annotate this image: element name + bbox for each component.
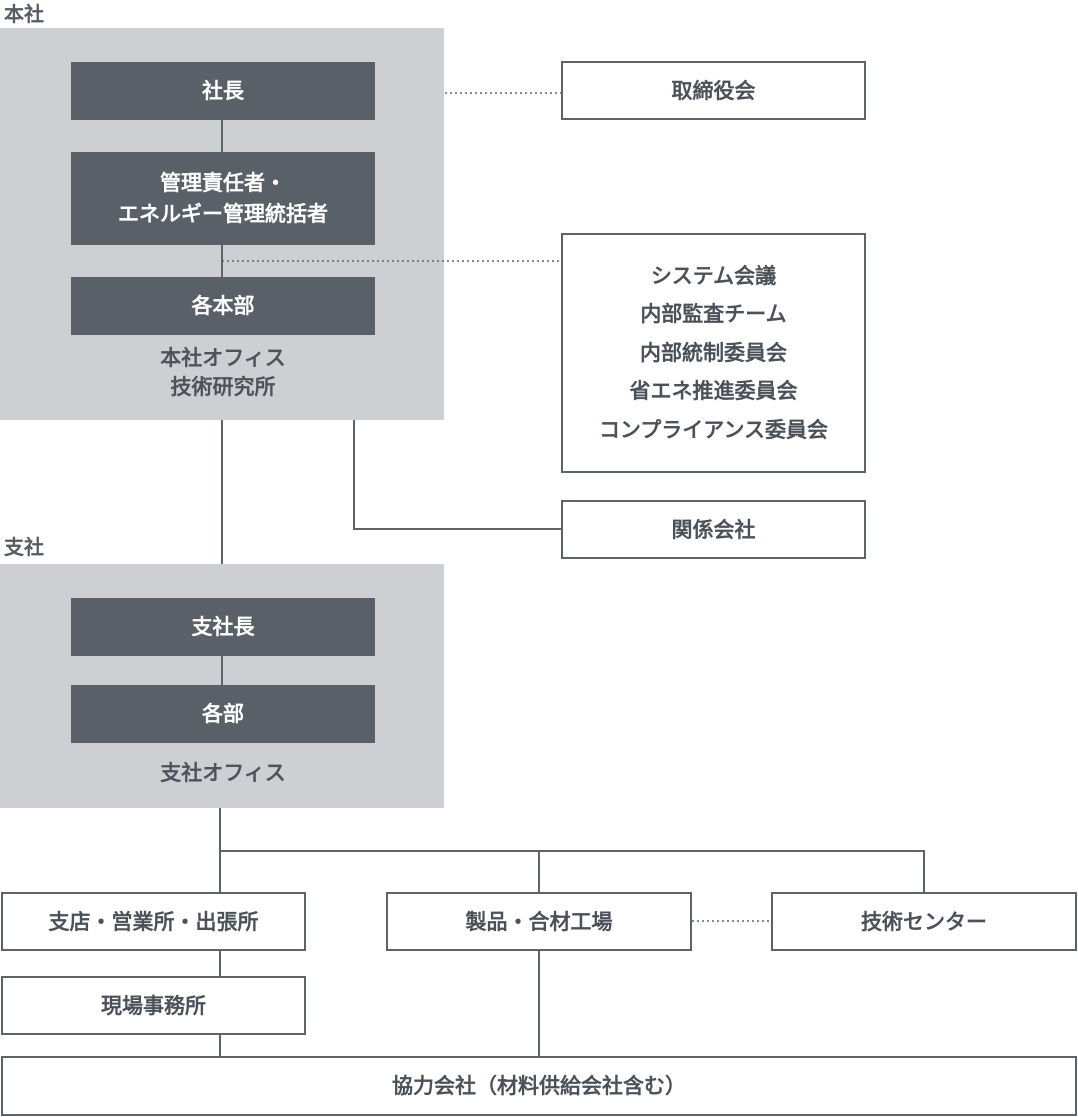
branch-title: 支社: [4, 535, 44, 559]
departments-box[interactable]: 各部: [71, 685, 375, 743]
partners-box[interactable]: 協力会社（材料供給会社含む）: [1, 1056, 1077, 1116]
divisions-box[interactable]: 各本部: [71, 277, 375, 335]
branch-manager-box[interactable]: 支社長: [71, 598, 375, 656]
branch-manager-label: 支社長: [191, 614, 255, 639]
head-office-caption-line2: 技術研究所: [170, 375, 276, 399]
branch-stores-box[interactable]: 支店・営業所・出張所: [1, 892, 306, 951]
branch-inner-lines: [221, 656, 223, 685]
committee-item: 内部統制委員会: [640, 340, 787, 365]
head-office-caption-line1: 本社オフィス: [160, 346, 286, 370]
partners-label: 協力会社（材料供給会社含む）: [392, 1074, 686, 1098]
manager-label-line1: 管理責任者・: [160, 170, 286, 195]
site-offices-box[interactable]: 現場事務所: [1, 976, 306, 1035]
committee-item: システム会議: [650, 263, 777, 288]
committees-box[interactable]: システム会議 内部監査チーム 内部統制委員会 省エネ推進委員会 コンプライアンス…: [561, 233, 866, 473]
departments-label: 各部: [202, 701, 244, 726]
tech-center-label: 技術センター: [861, 909, 987, 934]
head-office-inner-lines: [221, 120, 444, 277]
branch-stores-label: 支店・営業所・出張所: [48, 909, 259, 934]
president-box[interactable]: 社長: [71, 62, 375, 120]
factories-label: 製品・合材工場: [465, 909, 613, 934]
tech-center-box[interactable]: 技術センター: [771, 892, 1077, 951]
head-office-title: 本社: [4, 2, 44, 26]
divisions-label: 各本部: [191, 293, 255, 318]
president-label: 社長: [202, 78, 244, 103]
affiliates-label: 関係会社: [671, 517, 756, 542]
committee-item: 省エネ推進委員会: [629, 379, 798, 404]
manager-label-line2: エネルギー管理統括者: [118, 201, 328, 226]
committee-item: 内部監査チーム: [640, 302, 787, 327]
head-office-caption: 本社オフィス 技術研究所: [71, 344, 375, 402]
factories-box[interactable]: 製品・合材工場: [386, 892, 692, 951]
site-offices-label: 現場事務所: [101, 993, 206, 1018]
branch-office-caption: 支社オフィス: [160, 761, 286, 785]
affiliates-box[interactable]: 関係会社: [561, 500, 866, 559]
board-box[interactable]: 取締役会: [561, 61, 866, 120]
committee-item: コンプライアンス委員会: [598, 417, 829, 442]
manager-box[interactable]: 管理責任者・ エネルギー管理統括者: [71, 152, 375, 245]
board-label: 取締役会: [671, 78, 756, 103]
